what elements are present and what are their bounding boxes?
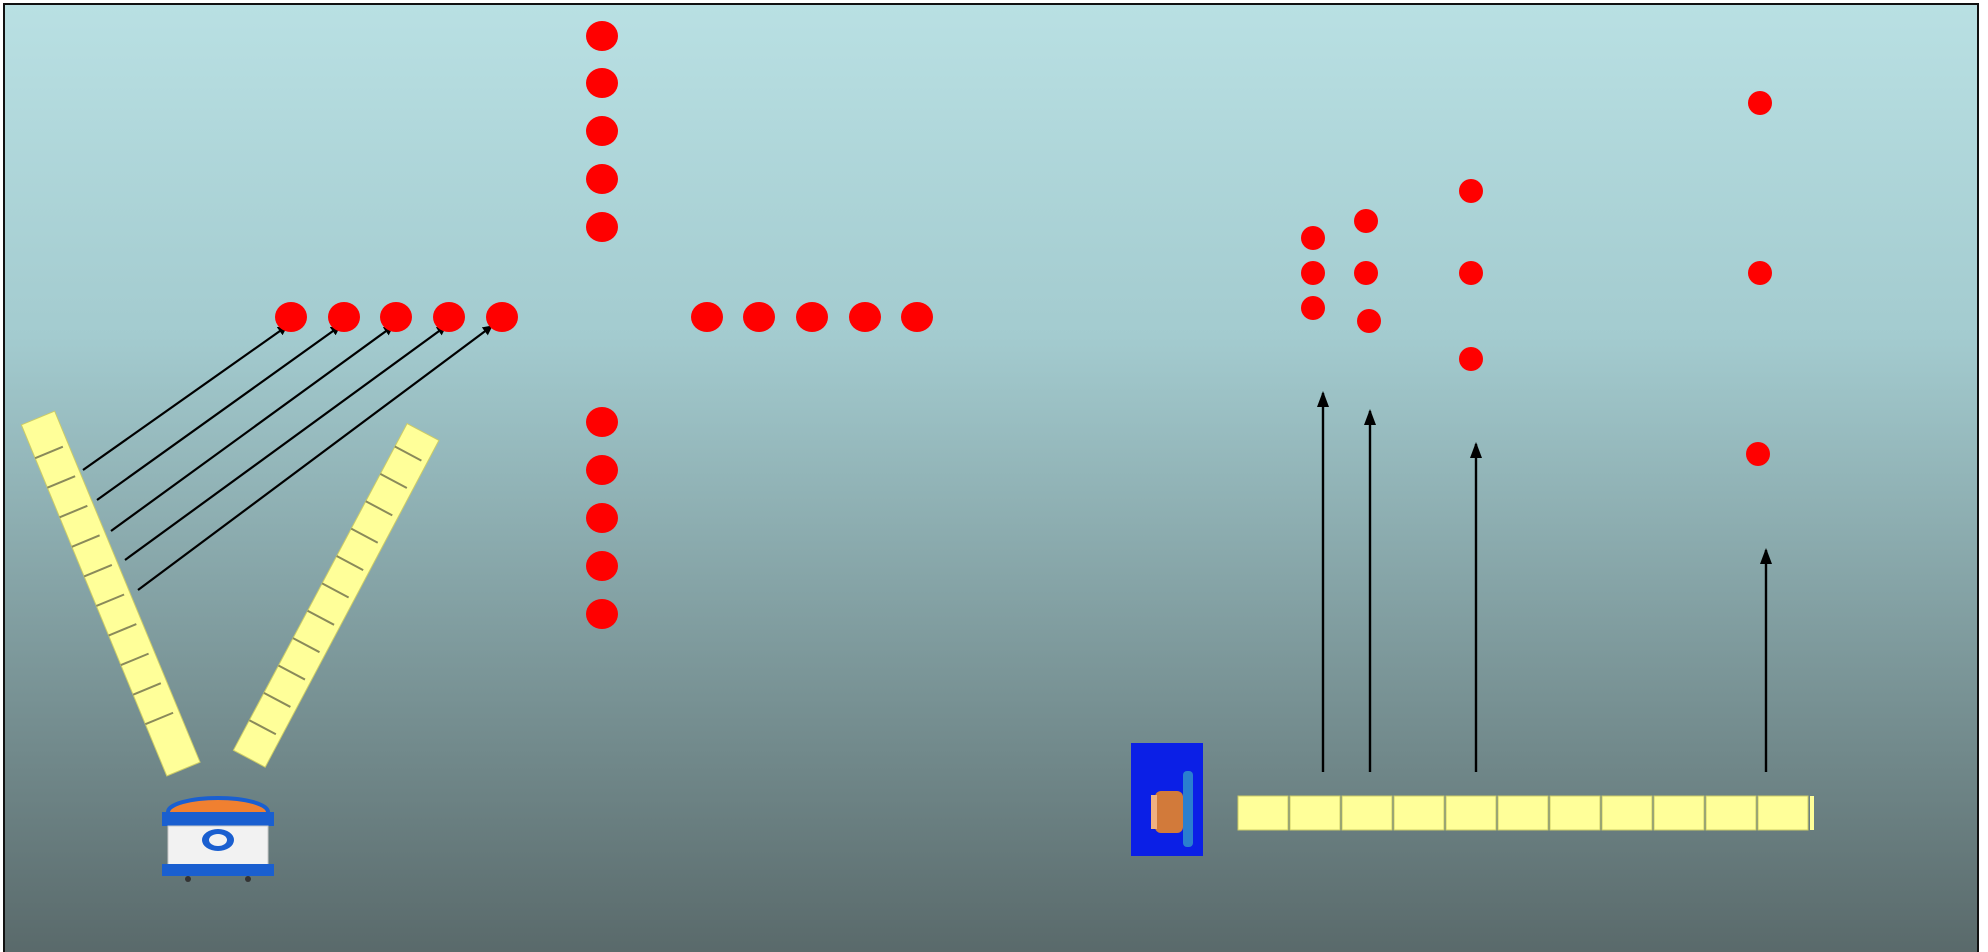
target-dot [796,302,828,332]
linear-transducer-array [1238,796,1814,830]
target-dot [691,302,723,332]
array-segment [1758,796,1808,830]
target-dot [486,302,518,332]
target-dot [1746,442,1770,466]
single-transducer-icon [1131,743,1203,856]
target-dot [586,212,618,242]
target-dot [433,302,465,332]
array-segment [1394,796,1444,830]
array-segment [1290,796,1340,830]
target-dot [849,302,881,332]
target-dot [1748,91,1772,115]
array-segment [1550,796,1600,830]
target-dot [1357,309,1381,333]
target-dot [1748,261,1772,285]
multibeam-sonar-icon [162,798,274,882]
array-segment [1342,796,1392,830]
target-dot [1459,347,1483,371]
target-dot [586,455,618,485]
array-segment [1498,796,1548,830]
target-dot [743,302,775,332]
target-dot [586,599,618,629]
array-segment [1706,796,1756,830]
target-dot [328,302,360,332]
target-dot [586,407,618,437]
target-dot [1301,226,1325,250]
target-dot [1354,209,1378,233]
target-dot [586,116,618,146]
target-dot [275,302,307,332]
target-dot [586,68,618,98]
array-end-cap [1810,796,1814,830]
array-segment [1238,796,1288,830]
target-dot [1301,296,1325,320]
target-dot [1459,261,1483,285]
target-dot [901,302,933,332]
target-dot [1354,261,1378,285]
array-segment [1602,796,1652,830]
target-dot [586,503,618,533]
array-segment [1446,796,1496,830]
target-dot [586,164,618,194]
array-segment [1654,796,1704,830]
target-dot [586,551,618,581]
target-dot [380,302,412,332]
target-dot [1301,261,1325,285]
target-dot [1459,179,1483,203]
target-dot [586,21,618,51]
